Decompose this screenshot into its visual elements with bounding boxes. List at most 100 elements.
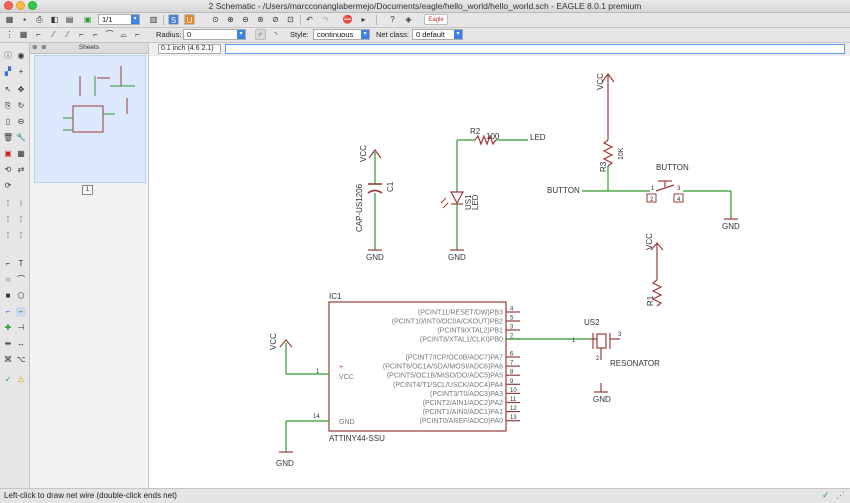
go-icon[interactable]: ▸: [361, 15, 366, 24]
save-icon[interactable]: ▪: [23, 15, 26, 24]
r3-resistor[interactable]: VCC R3 10K: [596, 73, 625, 191]
rect-icon[interactable]: ■: [5, 291, 11, 300]
ic1-pin-number: 6: [510, 352, 514, 358]
bend-5-icon[interactable]: ⌒: [105, 30, 114, 39]
ulp-icon[interactable]: U: [184, 14, 195, 25]
value-icon[interactable]: ⁞: [6, 215, 10, 224]
zoom-out-icon[interactable]: ⊖: [242, 15, 249, 24]
text-icon[interactable]: T: [18, 259, 24, 268]
zoom-area-icon[interactable]: ⊡: [287, 15, 294, 24]
errors-icon[interactable]: ⚠: [17, 375, 25, 384]
erc-icon[interactable]: ✓: [4, 375, 12, 384]
sheet-icon[interactable]: ▣: [83, 15, 92, 24]
junction-icon[interactable]: ✚: [4, 323, 12, 332]
help-icon[interactable]: ?: [390, 15, 395, 24]
port-icon[interactable]: ⌥: [16, 355, 26, 364]
close-window-button[interactable]: [4, 1, 13, 10]
pinswap-icon[interactable]: ⇄: [17, 165, 25, 174]
bend-4-icon[interactable]: ⌐: [93, 30, 98, 39]
style-select[interactable]: continuous ▾: [313, 29, 370, 40]
bend-0-icon[interactable]: ⌐: [36, 30, 41, 39]
resize-grip-icon[interactable]: ⋰: [836, 490, 845, 500]
mark-icon[interactable]: ◈: [405, 15, 412, 24]
group-icon[interactable]: ▣: [4, 149, 12, 158]
label-icon[interactable]: ⊣: [17, 323, 25, 332]
zoom-in-icon[interactable]: ⊕: [227, 15, 234, 24]
bend-2-icon[interactable]: ⁄: [66, 30, 69, 39]
schematic-canvas[interactable]: VCC C1 CAP-US1206 GND R2 100 LED US1 LED…: [149, 56, 850, 488]
sheet-number[interactable]: 1: [82, 185, 93, 195]
smash-icon[interactable]: ⁝: [19, 199, 23, 208]
copy-icon[interactable]: ⎘: [4, 101, 12, 110]
wire-icon[interactable]: ⌐: [5, 259, 11, 268]
module-icon[interactable]: ⌘: [4, 355, 12, 364]
board-icon[interactable]: ▤: [65, 15, 74, 24]
print-icon[interactable]: ⎙: [36, 15, 43, 24]
circle-icon[interactable]: ○: [5, 275, 11, 284]
ic1-gnd-num: 14: [313, 414, 320, 420]
ic1-attiny44[interactable]: IC1 ATTINY44-SSU + VCC GND (PCINT11/RESE…: [269, 292, 520, 468]
zoom-select-icon[interactable]: ⊘: [272, 15, 279, 24]
cam-icon[interactable]: ◧: [50, 15, 59, 24]
replace-icon[interactable]: ⟲: [4, 165, 12, 174]
grid-icon[interactable]: ⋮: [5, 30, 14, 39]
arc-ccw-icon[interactable]: ◝: [273, 30, 278, 39]
net-icon[interactable]: ⌐: [16, 307, 26, 317]
netclass-select[interactable]: 0 default ▾: [412, 29, 463, 40]
name-icon[interactable]: ⁞: [19, 215, 23, 224]
redo-icon[interactable]: ↷: [322, 15, 329, 24]
display-icon[interactable]: ▞: [4, 67, 12, 76]
mirror-icon[interactable]: ⊖: [17, 117, 25, 126]
polygon-icon[interactable]: ⬠: [17, 291, 25, 300]
zoom-fit-icon[interactable]: ⊙: [212, 15, 219, 24]
bus-icon[interactable]: ⌐: [5, 307, 11, 316]
schematic-drawing[interactable]: VCC C1 CAP-US1206 GND R2 100 LED US1 LED…: [149, 56, 850, 488]
arc-cw-icon[interactable]: ◜: [255, 29, 266, 40]
maximize-window-button[interactable]: [28, 1, 37, 10]
mark-tool-icon[interactable]: +: [18, 67, 24, 76]
sheets-float-icon[interactable]: ⊗: [41, 44, 47, 51]
open-icon[interactable]: ▦: [5, 15, 14, 24]
radius-select[interactable]: 0 ▾: [183, 29, 246, 40]
us1-led[interactable]: US1 LED GND: [440, 140, 480, 262]
delete-icon[interactable]: 🗑: [3, 133, 14, 142]
invoke-icon[interactable]: ⁞: [6, 231, 10, 240]
sheet-select[interactable]: 1/1 ▾: [98, 14, 140, 25]
us2-resonator[interactable]: US2 RESONATOR 1 2 3 GND: [506, 318, 660, 404]
r1-resistor[interactable]: VCC R1: [645, 233, 664, 307]
optimize-icon[interactable]: ⁞: [19, 231, 23, 240]
c1-capacitor[interactable]: VCC C1 CAP-US1206 GND: [355, 145, 395, 262]
gateswap-icon[interactable]: ⟳: [4, 181, 12, 190]
script-icon[interactable]: S: [168, 14, 179, 25]
rotate-icon[interactable]: ↻: [17, 101, 25, 110]
button-gnd-label: GND: [722, 222, 740, 231]
library-icon[interactable]: ▥: [149, 15, 158, 24]
dimension-icon[interactable]: ↔: [17, 339, 25, 348]
attribute-icon[interactable]: ⇹: [4, 339, 12, 348]
ic1-pin-name: (PCINT5/OC1B/MISO/DO/ADC5)PA5: [387, 373, 503, 380]
bend-1-icon[interactable]: ⁄: [52, 30, 55, 39]
r2-resistor[interactable]: R2 100 LED: [457, 127, 546, 146]
bend-3-icon[interactable]: ⌐: [79, 30, 84, 39]
sheet-thumbnail[interactable]: [34, 55, 146, 183]
zoom-redraw-icon[interactable]: ⊛: [257, 15, 264, 24]
bend-6-icon[interactable]: ⌓: [120, 30, 127, 39]
split-icon[interactable]: ⁞: [6, 199, 10, 208]
arc-icon[interactable]: ⌒: [17, 275, 25, 284]
minimize-window-button[interactable]: [16, 1, 25, 10]
move-icon[interactable]: ↖: [4, 85, 12, 94]
paste-icon[interactable]: ▯: [5, 117, 11, 126]
info-icon[interactable]: ⓘ: [4, 51, 12, 60]
button-switch[interactable]: BUTTON BUTTON 1 2 3 4 GND: [547, 163, 740, 231]
add-icon[interactable]: ▦: [17, 149, 25, 158]
show-icon[interactable]: ◉: [17, 51, 25, 60]
undo-icon[interactable]: ↶: [306, 15, 313, 24]
command-input[interactable]: [225, 44, 845, 54]
stop-icon[interactable]: ⛔: [342, 15, 353, 24]
layer-icon[interactable]: ▦: [19, 30, 28, 39]
change-icon[interactable]: 🔧: [16, 133, 26, 142]
bend-7-icon[interactable]: ⌐: [135, 30, 140, 39]
sheets-close-icon[interactable]: ⊗: [32, 44, 38, 51]
eagle-badge[interactable]: Eagle: [424, 14, 448, 25]
move-all-icon[interactable]: ✥: [17, 85, 25, 94]
